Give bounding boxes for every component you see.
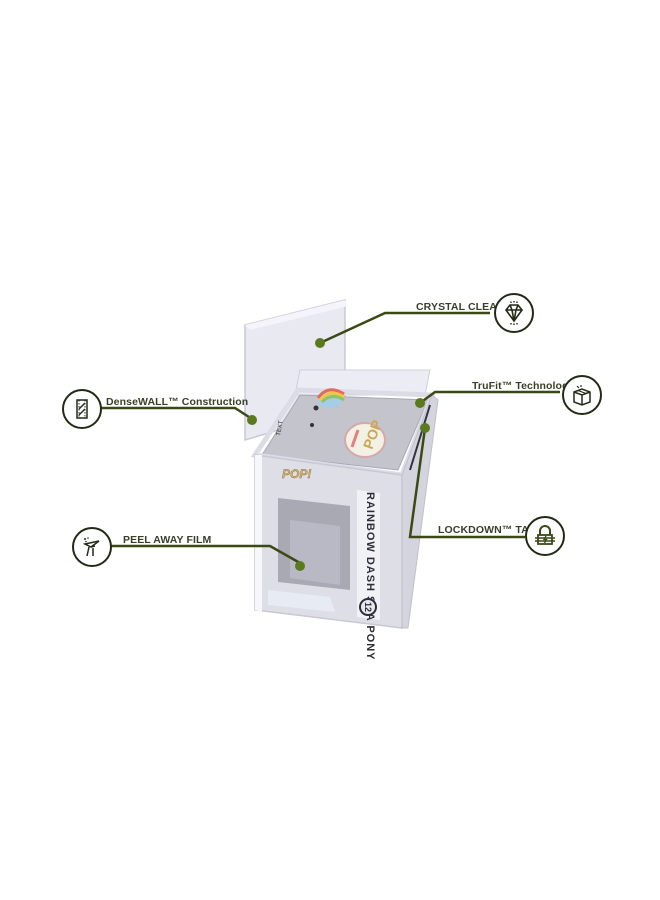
- svg-text:POP!: POP!: [282, 467, 311, 481]
- box-side-title: RAINBOW DASH SEA PONY: [364, 492, 376, 661]
- callout-label-crystal-clear: CRYSTAL CLEAR: [416, 301, 505, 313]
- callout-label-lockdown: LOCKDOWN™ TAB: [438, 524, 537, 536]
- callout-label-peel-away: PEEL AWAY FILM: [123, 534, 212, 546]
- box-icon: [562, 375, 602, 415]
- box-number-badge: 12: [359, 598, 377, 616]
- lock-icon: [525, 516, 565, 556]
- callout-label-trufit: TruFit™ Technology: [472, 380, 575, 392]
- diamond-icon: [494, 293, 534, 333]
- callout-label-densewall: DenseWALL™ Construction: [106, 396, 249, 408]
- wall-icon: [62, 389, 102, 429]
- svg-text:TEXT: TEXT: [276, 420, 285, 436]
- peel-icon: [72, 527, 112, 567]
